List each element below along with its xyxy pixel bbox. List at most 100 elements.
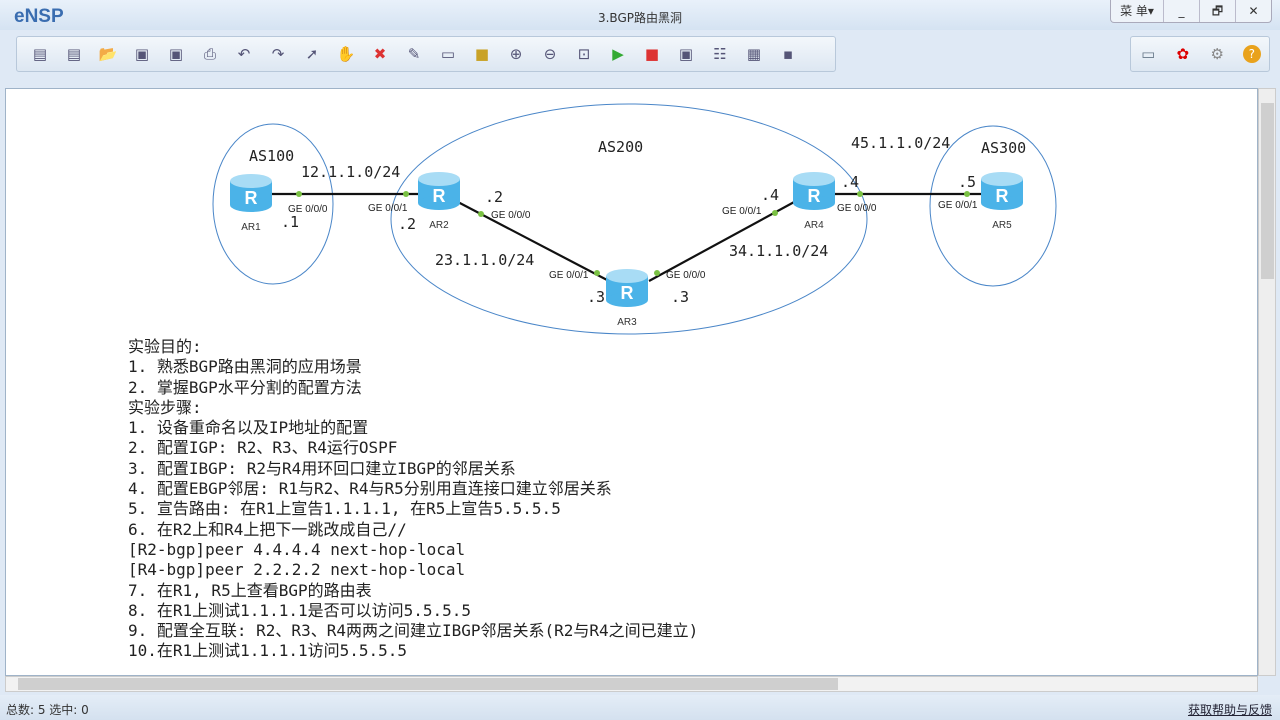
- undo-icon[interactable]: ↶: [237, 45, 251, 63]
- close-button[interactable]: ✕: [1235, 0, 1271, 22]
- note-line: [R2-bgp]peer 4.4.4.4 next-hop-local: [128, 539, 466, 559]
- svg-text:GE 0/0/1: GE 0/0/1: [938, 200, 978, 211]
- svg-text:GE 0/0/1: GE 0/0/1: [722, 206, 762, 217]
- router-ar2[interactable]: R AR2: [418, 172, 460, 231]
- vertical-scrollbar[interactable]: [1258, 88, 1276, 676]
- svg-text:R: R: [433, 186, 446, 206]
- select-pointer-icon[interactable]: ➚: [305, 45, 319, 63]
- window-title: 3.BGP路由黑洞: [597, 11, 682, 25]
- router-label: AR5: [992, 220, 1012, 231]
- svg-text:GE 0/0/0: GE 0/0/0: [837, 203, 877, 214]
- new-example-icon[interactable]: ▤: [66, 45, 82, 63]
- svg-text:GE 0/0/0: GE 0/0/0: [666, 270, 706, 281]
- horizontal-scrollbar[interactable]: [5, 676, 1258, 692]
- note-line: 3. 配置IBGP: R2与R4用环回口建立IBGP的邻居关系: [128, 458, 516, 478]
- link-ar3-ar4: [648, 200, 797, 282]
- svg-text:.3: .3: [587, 288, 605, 306]
- svg-text:.3: .3: [671, 288, 689, 306]
- minimize-button[interactable]: _: [1163, 0, 1199, 22]
- capture-icon[interactable]: ▣: [678, 45, 694, 63]
- svg-text:.5: .5: [958, 173, 976, 191]
- menu-button[interactable]: 菜 单▾: [1120, 4, 1154, 18]
- svg-text:R: R: [808, 186, 821, 206]
- svg-text:GE 0/0/1: GE 0/0/1: [549, 270, 589, 281]
- text-note-icon[interactable]: ▭: [440, 45, 456, 63]
- status-bar: 总数: 5 选中: 0 获取帮助与反馈: [0, 695, 1280, 720]
- router-label: AR3: [617, 317, 637, 328]
- svg-text:.1: .1: [281, 213, 299, 231]
- net-34: 34.1.1.0/24: [729, 242, 828, 260]
- app-logo: eNSP: [14, 6, 64, 27]
- chat-icon[interactable]: ▭: [1141, 45, 1156, 63]
- note-line: 5. 宣告路由: 在R1上宣告1.1.1.1, 在R5上宣告5.5.5.5: [128, 499, 561, 519]
- router-ar3[interactable]: R AR3: [606, 269, 648, 328]
- stop-icon[interactable]: ■: [644, 45, 660, 63]
- note-line: 1. 设备重命名以及IP地址的配置: [128, 418, 369, 438]
- net-12: 12.1.1.0/24: [301, 163, 400, 181]
- note-line: 9. 配置全互联: R2、R3、R4两两之间建立IBGP邻居关系(R2与R4之间…: [128, 621, 699, 641]
- title-bar: eNSP 3.BGP路由黑洞 菜 单▾ _ 🗗 ✕: [0, 0, 1280, 30]
- note-line: 2. 掌握BGP水平分割的配置方法: [128, 377, 362, 397]
- svg-text:GE 0/0/0: GE 0/0/0: [491, 210, 531, 221]
- grid-icon[interactable]: ▦: [746, 45, 762, 63]
- redo-icon[interactable]: ↷: [271, 45, 285, 63]
- as200-area: [390, 103, 868, 335]
- router-label: AR4: [804, 220, 824, 231]
- svg-text:R: R: [621, 283, 634, 303]
- svg-text:GE 0/0/1: GE 0/0/1: [368, 203, 408, 214]
- zoom-out-icon[interactable]: ⊖: [543, 45, 557, 63]
- note-line: 4. 配置EBGP邻居: R1与R2、R4与R5分别用直连接口建立邻居关系: [128, 479, 612, 499]
- net-23: 23.1.1.0/24: [435, 251, 534, 269]
- restore-button[interactable]: 🗗: [1199, 0, 1235, 22]
- note-line: 2. 配置IGP: R2、R3、R4运行OSPF: [128, 438, 398, 458]
- palette-icon[interactable]: ■: [474, 45, 490, 63]
- save-as-icon[interactable]: ▣: [168, 45, 184, 63]
- as300-area: [929, 125, 1057, 287]
- delete-icon[interactable]: ✖: [373, 45, 387, 63]
- svg-text:R: R: [996, 186, 1009, 206]
- as100-area: [212, 123, 334, 285]
- huawei-logo-icon[interactable]: ✿: [1176, 45, 1190, 63]
- selection-count: 总数: 5 选中: 0: [6, 703, 89, 717]
- note-line: 6. 在R2上和R4上把下一跳改成自己//: [128, 519, 407, 539]
- print-icon[interactable]: ⎙: [203, 45, 216, 63]
- start-icon[interactable]: ▶: [612, 45, 624, 63]
- net-45: 45.1.1.0/24: [851, 134, 950, 152]
- svg-text:.4: .4: [761, 186, 779, 204]
- router-label: AR2: [429, 220, 449, 231]
- note-line: 10.在R1上测试1.1.1.1访问5.5.5.5: [128, 641, 408, 661]
- help-feedback-link[interactable]: 获取帮助与反馈: [1187, 703, 1272, 717]
- topology-icon[interactable]: ☷: [713, 45, 727, 63]
- zoom-in-icon[interactable]: ⊕: [509, 45, 523, 63]
- pan-hand-icon[interactable]: ✋: [336, 45, 356, 63]
- save-icon[interactable]: ▣: [134, 45, 150, 63]
- window-controls: 菜 单▾ _ 🗗 ✕: [1110, 0, 1272, 23]
- svg-text:.2: .2: [398, 215, 416, 233]
- new-topo-icon[interactable]: ▤: [32, 45, 48, 63]
- as200-label: AS200: [598, 138, 643, 156]
- svg-text:.2: .2: [485, 188, 503, 206]
- svg-text:GE 0/0/0: GE 0/0/0: [288, 204, 328, 215]
- note-line: [R4-bgp]peer 2.2.2.2 next-hop-local: [128, 560, 466, 580]
- settings-gear-icon[interactable]: ⚙: [1210, 45, 1224, 63]
- open-icon[interactable]: 📂: [98, 45, 118, 63]
- console-icon[interactable]: ▪: [782, 45, 794, 63]
- as300-label: AS300: [981, 139, 1026, 157]
- router-ar4[interactable]: R AR4: [793, 172, 835, 231]
- note-line: 实验目的:: [128, 337, 202, 356]
- delete-link-icon[interactable]: ✎: [407, 45, 421, 63]
- svg-text:R: R: [245, 188, 258, 208]
- main-toolbar: ▤ ▤ 📂 ▣ ▣ ⎙ ↶ ↷ ➚ ✋ ✖ ✎ ▭ ■ ⊕ ⊖ ⊡ ▶ ■ ▣ ☷ ▦ ▪: [16, 36, 836, 72]
- note-line: 实验步骤:: [128, 397, 202, 417]
- svg-text:.4: .4: [841, 173, 859, 191]
- router-ar5[interactable]: R AR5: [981, 172, 1023, 231]
- help-icon[interactable]: ?: [1235, 40, 1269, 68]
- right-toolbar: ▭ ✿ ⚙ ?: [1130, 36, 1270, 72]
- fit-1to1-icon[interactable]: ⊡: [577, 45, 591, 63]
- note-line: 1. 熟悉BGP路由黑洞的应用场景: [128, 357, 362, 377]
- as100-label: AS100: [249, 147, 294, 165]
